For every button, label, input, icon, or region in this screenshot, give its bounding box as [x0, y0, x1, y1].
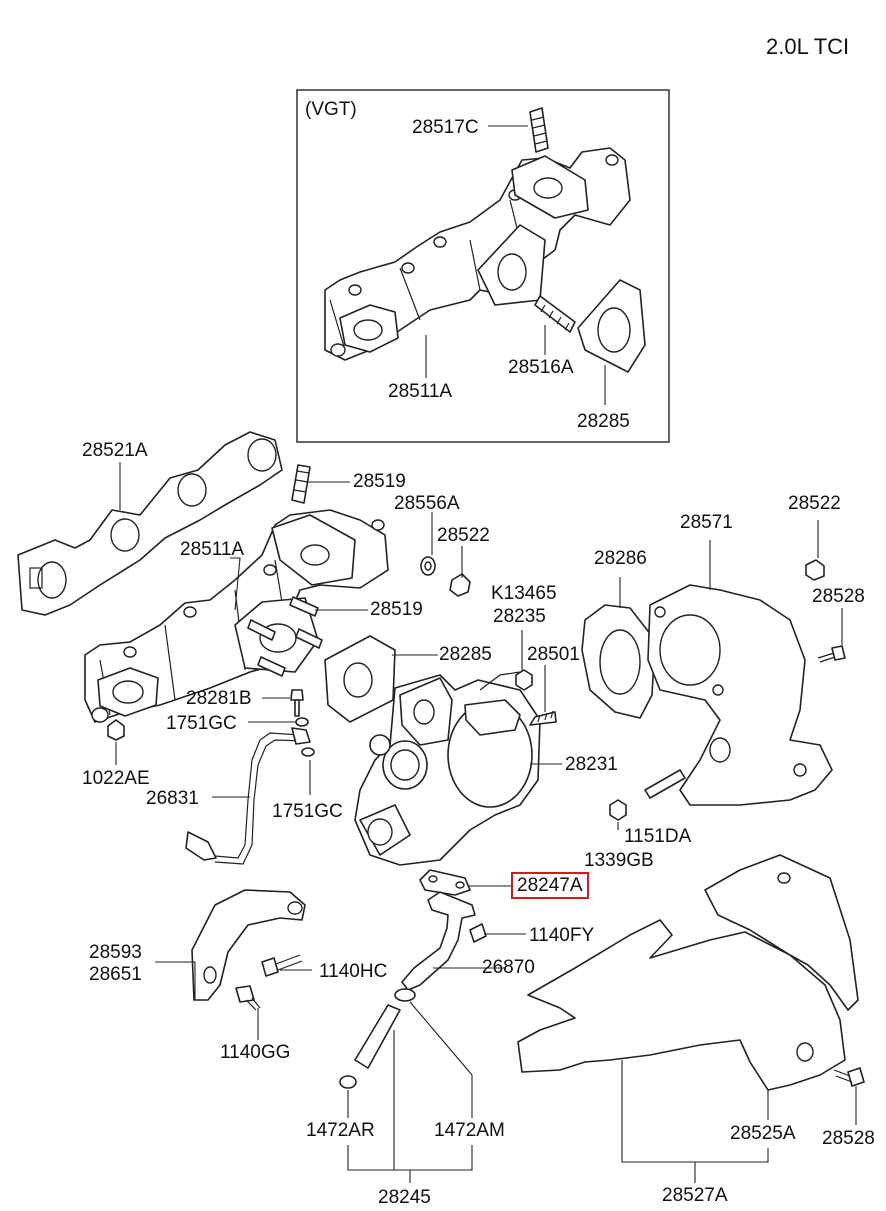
vgt-gasket[interactable]	[577, 279, 646, 373]
nut-1339GB[interactable]	[609, 799, 627, 821]
part-label-28516A[interactable]: 28516A	[508, 357, 574, 378]
bolt-1140HC[interactable]	[261, 954, 303, 977]
turbocharger[interactable]	[354, 671, 541, 866]
part-label-28651[interactable]: 28651	[89, 964, 142, 985]
part-label-28519-low[interactable]: 28519	[370, 599, 423, 620]
part-label-1140HC[interactable]: 1140HC	[319, 961, 388, 982]
part-label-28285[interactable]: 28285	[439, 644, 492, 665]
bolt-28528-top[interactable]	[817, 645, 846, 663]
vgt-inset-frame	[296, 89, 670, 443]
oil-return-pipe-26870[interactable]	[401, 891, 476, 991]
stud-1151DA[interactable]	[644, 769, 686, 799]
vgt-inset-label: (VGT)	[305, 99, 357, 120]
part-label-28527A[interactable]: 28527A	[662, 1185, 728, 1206]
part-label-1022AE[interactable]: 1022AE	[82, 768, 150, 789]
part-label-1751GC-top[interactable]: 1751GC	[166, 713, 237, 734]
part-label-28528-low[interactable]: 28528	[822, 1128, 875, 1149]
bracket-28593[interactable]	[191, 889, 306, 1001]
part-label-1140GG[interactable]: 1140GG	[220, 1042, 291, 1063]
part-label-28285-vgt[interactable]: 28285	[577, 411, 630, 432]
part-label-28281B[interactable]: 28281B	[186, 688, 252, 709]
part-label-1472AR[interactable]: 1472AR	[306, 1120, 375, 1141]
part-label-28521A[interactable]: 28521A	[82, 440, 148, 461]
part-label-28235[interactable]: 28235	[493, 606, 546, 627]
bolt-28281B[interactable]	[290, 689, 304, 717]
vgt-stud-top[interactable]	[529, 107, 549, 153]
part-label-28517C[interactable]: 28517C	[412, 117, 479, 138]
part-label-1751GC-low[interactable]: 1751GC	[272, 801, 343, 822]
gasket-28247A[interactable]	[419, 869, 471, 896]
stud-28501[interactable]	[529, 710, 557, 726]
part-label-1472AM[interactable]: 1472AM	[434, 1120, 505, 1141]
engine-variant-title: 2.0L TCI	[766, 34, 850, 59]
gasket-28286[interactable]	[581, 604, 656, 719]
bolt-28528-low[interactable]	[833, 1067, 865, 1087]
part-label-28231[interactable]: 28231	[565, 754, 618, 775]
part-label-28286[interactable]: 28286	[594, 548, 647, 569]
nut-28235[interactable]	[515, 669, 533, 691]
part-label-1140FY[interactable]: 1140FY	[529, 925, 595, 946]
nut-1022AE[interactable]	[107, 719, 125, 741]
part-label-1339GB[interactable]: 1339GB	[584, 850, 654, 871]
part-label-28571[interactable]: 28571	[680, 512, 733, 533]
part-label-28247A-highlighted[interactable]: 28247A	[511, 872, 589, 899]
nut-28522-mid[interactable]	[449, 573, 471, 597]
heat-shield[interactable]	[517, 854, 859, 1091]
bolt-1140GG[interactable]	[235, 985, 261, 1011]
bolt-1140FY[interactable]	[469, 923, 487, 943]
part-label-28501[interactable]: 28501	[527, 644, 580, 665]
hose-clamps[interactable]	[339, 988, 416, 1089]
nut-28522-right[interactable]	[805, 559, 825, 581]
part-label-28245[interactable]: 28245	[378, 1187, 431, 1208]
part-label-K13465[interactable]: K13465	[491, 583, 557, 604]
part-label-28519-top[interactable]: 28519	[353, 471, 406, 492]
studs-28519-low[interactable]	[247, 596, 323, 677]
turbo-outlet-elbow[interactable]	[647, 584, 833, 806]
part-label-1151DA[interactable]: 1151DA	[624, 826, 692, 847]
part-label-26870[interactable]: 26870	[482, 957, 535, 978]
part-label-28511A[interactable]: 28511A	[180, 539, 245, 560]
part-label-28525A[interactable]: 28525A	[730, 1123, 796, 1144]
oil-feed-pipe-26831[interactable]	[185, 727, 311, 865]
leader-lines	[115, 125, 857, 1183]
washer-28556A[interactable]	[420, 556, 436, 576]
part-label-28528-top[interactable]: 28528	[812, 586, 865, 607]
vgt-stud-mid[interactable]	[534, 295, 576, 333]
stud-28519-top[interactable]	[291, 464, 311, 504]
hose-28245[interactable]	[354, 1004, 401, 1069]
part-label-28522-right[interactable]: 28522	[788, 493, 841, 514]
part-label-26831[interactable]: 26831	[146, 788, 199, 809]
exhaust-manifold[interactable]	[84, 509, 389, 723]
part-label-28522-mid[interactable]: 28522	[437, 525, 490, 546]
part-label-28511A-vgt[interactable]: 28511A	[388, 381, 453, 402]
gasket-28285[interactable]	[324, 635, 396, 723]
exhaust-gasket[interactable]	[17, 431, 283, 616]
part-label-28593[interactable]: 28593	[89, 942, 142, 963]
vgt-exhaust-manifold[interactable]	[324, 147, 631, 361]
part-label-28556A[interactable]: 28556A	[394, 493, 460, 514]
